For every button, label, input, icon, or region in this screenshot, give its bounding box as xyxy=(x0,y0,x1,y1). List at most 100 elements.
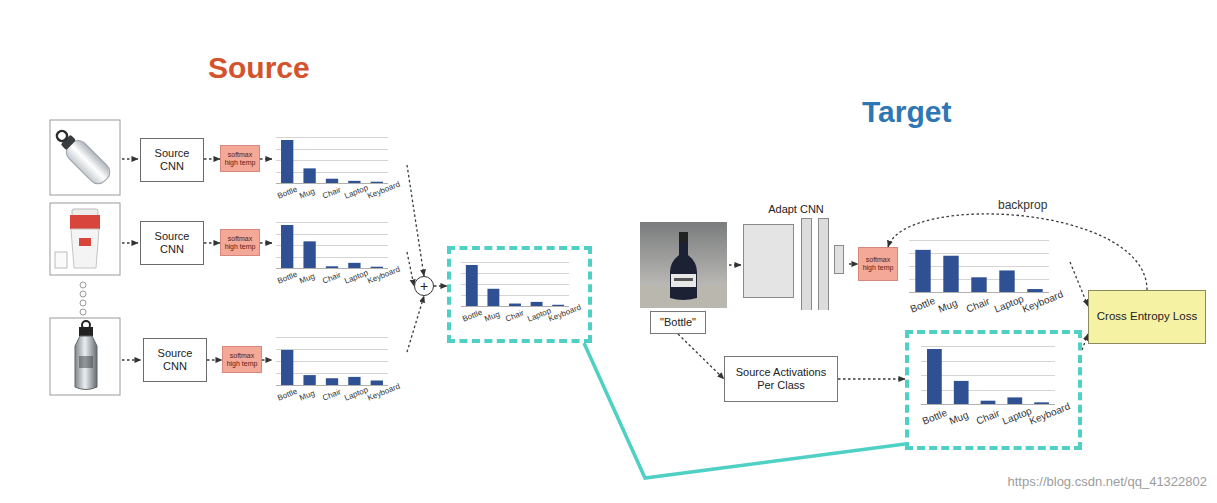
axis-label: Chair xyxy=(321,185,342,201)
axis-label: Bottle xyxy=(921,406,949,427)
chart-bar xyxy=(348,263,360,268)
flow-arrow xyxy=(434,285,447,286)
flow-arrow xyxy=(849,263,858,264)
flow-arrow xyxy=(260,158,272,159)
axis-label: Bottle xyxy=(276,270,299,287)
source-photo-steel-bottle xyxy=(50,318,120,395)
chart-bars xyxy=(276,337,388,386)
node-text: softmax high temp xyxy=(225,352,259,367)
flow-arrow xyxy=(204,242,220,243)
target-photo-bottle xyxy=(670,242,697,300)
axis-label: Bottle xyxy=(909,294,937,315)
axis-label: Laptop xyxy=(993,292,1026,315)
flow-arrow xyxy=(838,378,905,379)
source-photo-steel-bottle xyxy=(75,336,97,390)
grid-line xyxy=(461,262,569,263)
link-line xyxy=(584,343,905,478)
chart-bar xyxy=(326,266,338,268)
watermark: https://blog.csdn.net/qq_41322802 xyxy=(1008,474,1208,490)
bar-chart: BottleMugChairLaptopKeyboard xyxy=(272,133,407,207)
softmax-box: softmax high temp xyxy=(220,145,260,172)
chart-bar xyxy=(326,179,338,183)
chart-bar xyxy=(487,289,499,306)
chart-bar xyxy=(371,182,383,183)
chart-bar xyxy=(509,304,521,306)
grid-line xyxy=(276,137,388,138)
cnn-layer xyxy=(802,219,812,311)
class-label-box: "Bottle" xyxy=(650,311,706,334)
softmax-box: softmax high temp xyxy=(858,247,898,281)
chart-bar xyxy=(1034,402,1049,404)
chart-baseline xyxy=(909,292,1049,293)
axis-label: Mug xyxy=(299,187,317,202)
chart-bars xyxy=(921,346,1055,405)
chart-bar xyxy=(552,305,564,306)
grid-line xyxy=(921,346,1055,347)
node-text: + xyxy=(420,279,428,293)
axis-label: Mug xyxy=(299,272,317,287)
cnn-layer xyxy=(819,219,829,311)
cnn-layers xyxy=(743,218,849,310)
input-arrow xyxy=(122,242,138,243)
source-photo-steel-bottle xyxy=(79,356,93,368)
chart-bar xyxy=(371,267,383,268)
chart-baseline xyxy=(461,306,569,307)
input-arrow xyxy=(122,359,141,360)
chart-bar xyxy=(915,250,930,292)
source-photo-shaker xyxy=(55,252,67,268)
chart-baseline xyxy=(276,268,388,269)
flow-arrow xyxy=(407,165,424,276)
axis-label: Mug xyxy=(948,409,971,427)
ellipsis-dots xyxy=(80,300,86,306)
node-text: "Bottle" xyxy=(660,316,696,329)
axis-label: Mug xyxy=(299,389,317,404)
bar-chart: BottleMugChairLaptopKeyboard xyxy=(272,218,407,292)
section-title: Target xyxy=(862,94,951,130)
chart-bar xyxy=(303,375,315,385)
chart-baseline xyxy=(276,183,388,184)
chart-bar xyxy=(303,168,315,183)
chart-bar xyxy=(326,378,338,385)
ellipsis-dots xyxy=(80,282,86,315)
chart-bar xyxy=(999,270,1014,292)
edge-label: backprop xyxy=(995,198,1050,212)
source-photo-bottle xyxy=(61,135,77,151)
chart-bar xyxy=(348,181,360,183)
softmax-box: softmax high temp xyxy=(220,229,260,256)
node-text: softmax high temp xyxy=(223,151,257,166)
softmax-box: softmax high temp xyxy=(222,346,262,373)
flow-arrow xyxy=(1070,262,1088,306)
chart-bar xyxy=(281,350,293,385)
target-photo-bottle xyxy=(671,274,696,287)
chart-bars xyxy=(461,262,569,307)
source-photo-steel-bottle xyxy=(79,327,93,336)
source-photo-bottle xyxy=(50,120,120,195)
source-photo-bottle xyxy=(55,129,69,143)
axis-label: Bottle xyxy=(276,185,299,202)
sum-circle: + xyxy=(414,276,434,296)
chart-bar xyxy=(1027,289,1042,292)
bar-chart: BottleMugChairLaptopKeyboard xyxy=(272,333,407,409)
grid-line xyxy=(276,337,388,338)
network-layers: Adapt CNN xyxy=(743,202,849,310)
process-box: Source Activations Per Class xyxy=(724,356,838,402)
flow-arrow xyxy=(262,359,272,360)
axis-label: Mug xyxy=(483,310,501,325)
chart-baseline xyxy=(276,385,388,386)
axis-label: Bottle xyxy=(276,387,299,404)
ellipsis-dots xyxy=(80,291,86,297)
bar-chart-dashed: BottleMugChairLaptopKeyboard xyxy=(905,330,1082,450)
chart-bar xyxy=(281,140,293,183)
chart-bar xyxy=(943,256,958,292)
axis-label: Laptop xyxy=(343,183,369,201)
input-arrow xyxy=(122,159,741,360)
flow-arrow xyxy=(260,242,272,243)
flow-arrow xyxy=(407,296,424,352)
cnn-layer xyxy=(835,246,844,274)
ellipsis-dots xyxy=(80,309,86,315)
grid-line xyxy=(276,222,388,223)
source-photo-steel-bottle xyxy=(50,318,120,395)
process-box: Source CNN xyxy=(140,221,204,265)
